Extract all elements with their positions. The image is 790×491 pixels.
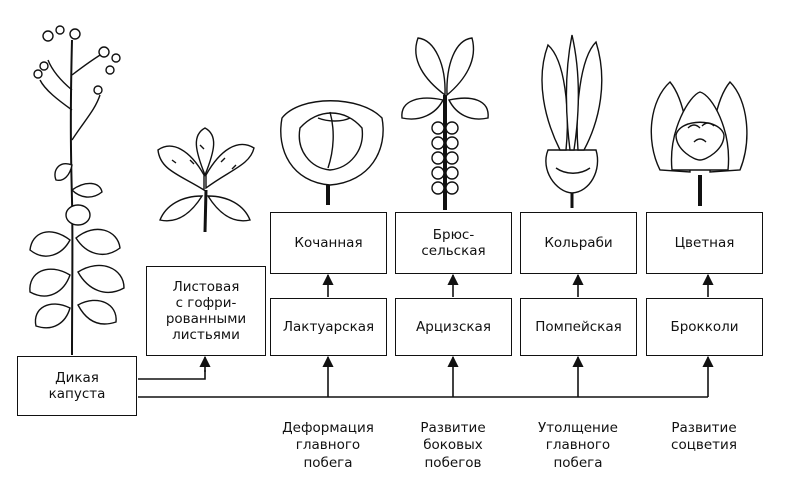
caption-inflorescence-development: Развитие соцветия <box>671 420 737 454</box>
broccoli-box: Брокколи <box>646 298 763 356</box>
caption-lateral-shoot-development: Развитие боковых побегов <box>420 420 486 471</box>
brussels-sprouts-box: Брюс- сельская <box>395 212 512 274</box>
pompeian-cabbage-box: Помпейская <box>520 298 637 356</box>
artsiz-cabbage-box: Арцизская <box>395 298 512 356</box>
wild-cabbage-box: Дикая капуста <box>17 356 137 416</box>
cauliflower-plant-icon <box>650 80 748 206</box>
caption-main-shoot-thickening: Утолщение главного побега <box>538 420 618 471</box>
caption-main-shoot-deformation: Деформация главного побега <box>282 420 374 471</box>
cauliflower-box: Цветная <box>646 212 763 274</box>
brussels-sprouts-plant-icon <box>401 37 489 210</box>
kohlrabi-plant-icon <box>541 34 603 208</box>
kohlrabi-box: Кольраби <box>520 212 637 274</box>
lactuar-cabbage-box: Лактуарская <box>270 298 387 356</box>
leafy-cabbage-box: Листовая с гофри- рованными листьями <box>146 266 266 356</box>
leafy-cabbage-plant-icon <box>157 127 255 233</box>
connector-lines <box>138 273 714 398</box>
wild-cabbage-plant-icon <box>29 25 125 356</box>
head-cabbage-box: Кочанная <box>270 212 387 274</box>
head-cabbage-plant-icon <box>280 100 384 205</box>
